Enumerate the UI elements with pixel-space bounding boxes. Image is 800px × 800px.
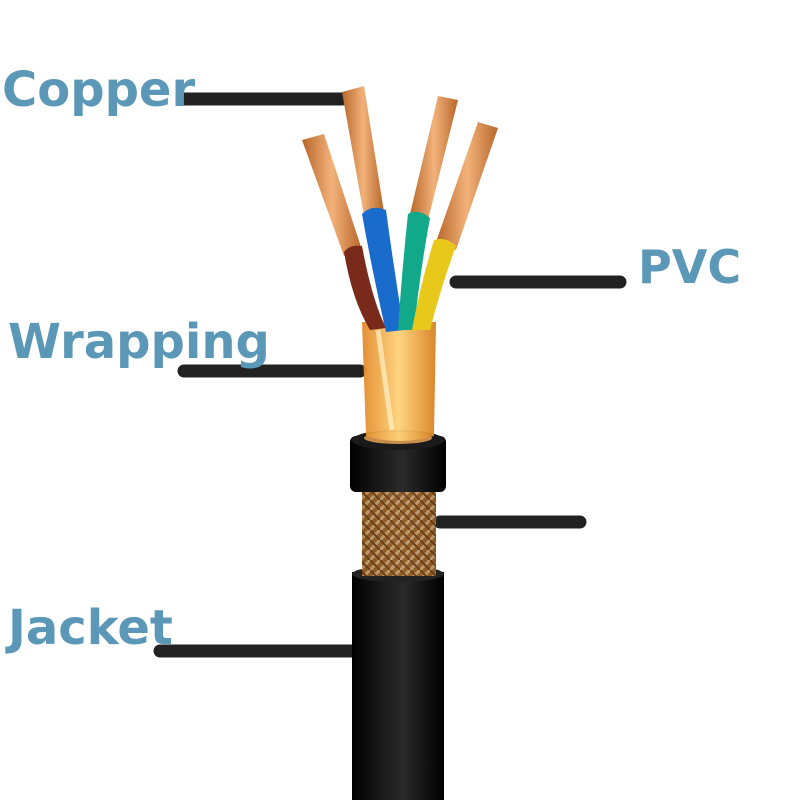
foil-wrapping: [362, 322, 436, 441]
pvc-wires: [344, 208, 456, 332]
pvc-label: PVC: [638, 244, 741, 290]
copper-label: Copper: [2, 66, 195, 114]
strand-blue: [342, 86, 384, 216]
outer-jacket: [352, 572, 444, 800]
wrapping-label: Wrapping: [8, 318, 270, 366]
copper-strands: [302, 86, 498, 256]
jacket-label: Jacket: [8, 604, 173, 652]
